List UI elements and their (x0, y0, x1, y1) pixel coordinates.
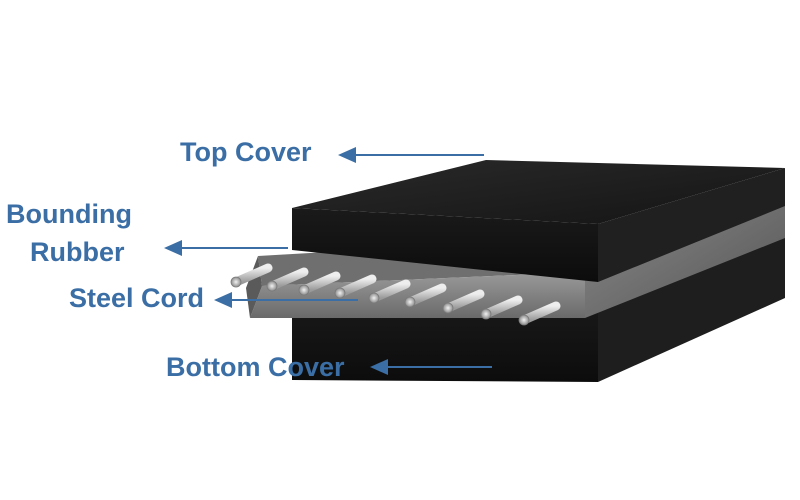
steel-cord-end-1 (230, 276, 242, 288)
bottom-cover-label: Bottom Cover (166, 352, 345, 382)
steel-cord-end-8 (480, 308, 492, 320)
bonding-rubber-label-line2: Rubber (30, 237, 125, 267)
steel-cord-arrow (214, 292, 358, 308)
pointer-arrows (164, 147, 492, 375)
steel-cord-2 (267, 267, 309, 291)
steel-cord-end-7 (442, 302, 454, 314)
top-cover-arrow (338, 147, 484, 163)
steel-cord-end-5 (368, 292, 380, 304)
steel-cord-7 (443, 289, 485, 313)
steel-cord-8 (481, 295, 523, 319)
bottom-cover-arrow (370, 359, 492, 375)
steel-cord-end-2 (266, 280, 278, 292)
steel-cord-end-3 (298, 284, 310, 296)
top-cover-label: Top Cover (180, 137, 312, 167)
steel-cord-end-4 (334, 287, 346, 299)
steel-cord-6 (405, 283, 447, 307)
steel-cord-1 (231, 263, 273, 287)
steel-cord-3 (299, 271, 341, 295)
top-cover-layer (292, 160, 785, 282)
bottom-cover-side (598, 226, 785, 382)
steel-cord-end-6 (404, 296, 416, 308)
steel-cords (230, 263, 561, 326)
top-cover-top-face (292, 160, 785, 224)
steel-cord-label: Steel Cord (69, 283, 205, 313)
bonding-rubber-label-line1: Bounding (6, 199, 132, 229)
bonding-rubber-arrow (164, 240, 288, 256)
steel-cord-end-9 (518, 314, 530, 326)
top-cover-front (292, 208, 598, 282)
top-cover-side (598, 168, 785, 282)
steel-cord-4 (335, 274, 377, 298)
steel-cord-5 (369, 279, 411, 303)
steel-cord-9 (519, 301, 561, 325)
